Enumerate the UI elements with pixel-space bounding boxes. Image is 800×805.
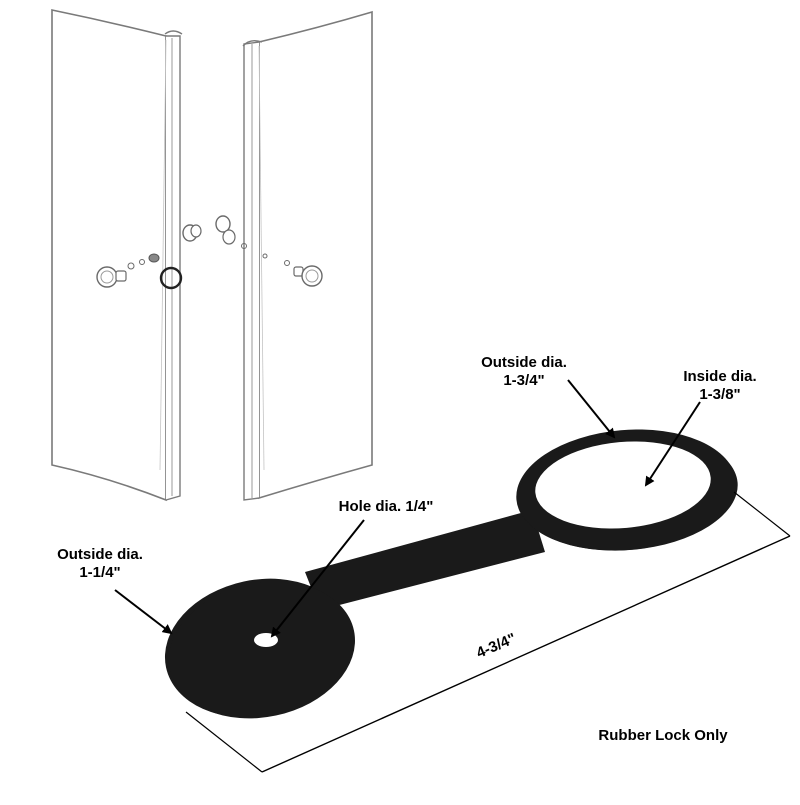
outside-dia-large-line2: 1-3/4" xyxy=(503,372,545,389)
arrow-outside-small xyxy=(114,589,173,635)
outside-dia-large-line1: Outside dia. xyxy=(481,354,567,371)
right-door-illustration xyxy=(215,10,373,501)
callout-arrows xyxy=(114,379,701,638)
rubber-lock xyxy=(164,429,738,719)
hole-dia-line1: Hole dia. 1/4" xyxy=(338,498,434,515)
ring-opening xyxy=(535,441,711,529)
knob-icon xyxy=(96,224,202,290)
outside-dia-small-label: Outside dia. 1-1/4" xyxy=(44,546,156,582)
outside-dia-large-label: Outside dia. 1-3/4" xyxy=(468,354,580,390)
length-label: 4-3/4" xyxy=(474,630,519,662)
outside-dia-small-line2: 1-1/4" xyxy=(79,564,121,581)
rubber-lock-small-disc xyxy=(164,578,355,719)
left-door-illustration xyxy=(51,9,202,502)
length-dimension xyxy=(185,491,791,773)
arrow-outside-large xyxy=(567,379,616,439)
inside-dia-large-label: Inside dia. 1-3/8" xyxy=(664,368,776,404)
caption-text: Rubber Lock Only xyxy=(598,727,728,744)
rubber-lock-strap xyxy=(305,510,545,610)
arrow-inside-large xyxy=(644,401,701,487)
inside-dia-large-line2: 1-3/8" xyxy=(699,386,741,403)
caption: Rubber Lock Only xyxy=(578,727,748,745)
arrow-hole xyxy=(270,519,365,638)
outside-dia-small-line1: Outside dia. xyxy=(57,546,143,563)
mounting-hole xyxy=(254,633,278,647)
inside-dia-large-line1: Inside dia. xyxy=(683,368,757,385)
hole-dia-label: Hole dia. 1/4" xyxy=(316,498,456,516)
rubber-lock-large-ring xyxy=(516,429,738,551)
knob-icon xyxy=(215,215,323,287)
